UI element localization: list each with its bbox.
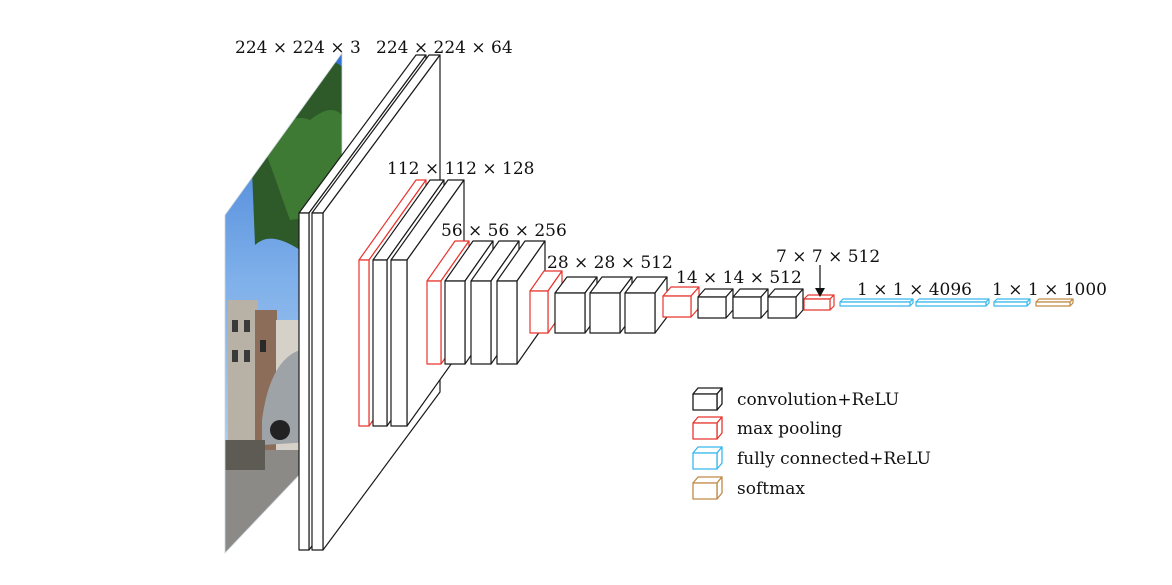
layer-blocks — [298, 54, 1074, 551]
legend-icons — [692, 387, 723, 500]
legend-label-fc: fully connected+ReLU — [737, 449, 931, 469]
dimension-labels: 224 × 224 × 3 224 × 224 × 64 112 × 112 ×… — [235, 38, 1107, 300]
pool5-block — [803, 294, 835, 311]
conv2-dim-label: 112 × 112 × 128 — [387, 159, 534, 179]
legend-icon-fc — [692, 446, 723, 470]
legend: convolution+ReLU max pooling fully conne… — [692, 387, 931, 500]
legend-label-softmax: softmax — [737, 479, 805, 499]
legend-label-conv: convolution+ReLU — [737, 390, 899, 410]
pool5-arrow — [815, 265, 825, 297]
conv1-dim-label: 224 × 224 × 64 — [376, 38, 513, 58]
fc1-block — [839, 298, 914, 307]
legend-label-pool: max pooling — [737, 419, 842, 439]
fc3-block — [993, 298, 1031, 307]
conv4-block-3 — [624, 276, 668, 334]
fc2-block — [915, 298, 990, 307]
pool5-dim-label: 7 × 7 × 512 — [776, 247, 880, 267]
legend-icon-conv — [692, 387, 723, 411]
fc1-dim-label: 1 × 1 × 4096 — [857, 280, 972, 300]
legend-icon-softmax — [692, 476, 723, 500]
conv5-dim-label: 14 × 14 × 512 — [676, 268, 802, 288]
conv5-block-3 — [767, 288, 804, 319]
conv5-block-2 — [732, 288, 769, 319]
legend-icon-pool — [692, 416, 723, 440]
input-dim-label: 224 × 224 × 3 — [235, 38, 361, 58]
softmax-block — [1035, 298, 1074, 307]
conv3-dim-label: 56 × 56 × 256 — [441, 221, 567, 241]
pool4-block — [662, 286, 700, 318]
fc3-dim-label: 1 × 1 × 1000 — [992, 280, 1107, 300]
conv4-dim-label: 28 × 28 × 512 — [547, 253, 673, 273]
conv5-block-1 — [697, 288, 734, 319]
